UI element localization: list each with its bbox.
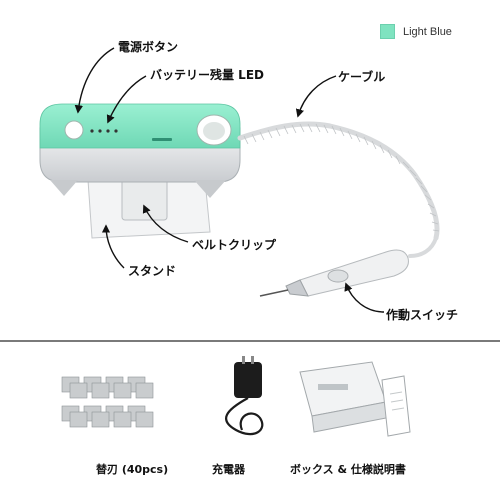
callout-battery-led: バッテリー残量 LED xyxy=(150,68,264,82)
hot-knife-device-icon xyxy=(39,103,241,239)
callout-power-button: 電源ボタン xyxy=(118,40,179,54)
cutter-pen-icon xyxy=(259,249,409,297)
callout-cable: ケーブル xyxy=(338,70,386,84)
section-divider xyxy=(0,340,500,342)
callout-arrows xyxy=(74,47,385,313)
accessory-blades-label: 替刃 (40pcs) xyxy=(96,463,169,476)
color-swatch xyxy=(380,24,395,39)
color-legend: Light Blue xyxy=(380,24,452,39)
accessory-box-label: ボックス & 仕様説明書 xyxy=(290,463,406,476)
product-box-icon xyxy=(299,361,411,437)
accessory-charger-label: 充電器 xyxy=(212,463,245,476)
charger-adapter-icon xyxy=(225,356,264,436)
callout-stand: スタンド xyxy=(128,264,177,278)
color-name: Light Blue xyxy=(403,25,452,38)
blade-set-icon xyxy=(61,376,154,428)
callout-belt-clip: ベルトクリップ xyxy=(192,238,277,252)
callout-action-switch: 作動スイッチ xyxy=(386,308,459,322)
